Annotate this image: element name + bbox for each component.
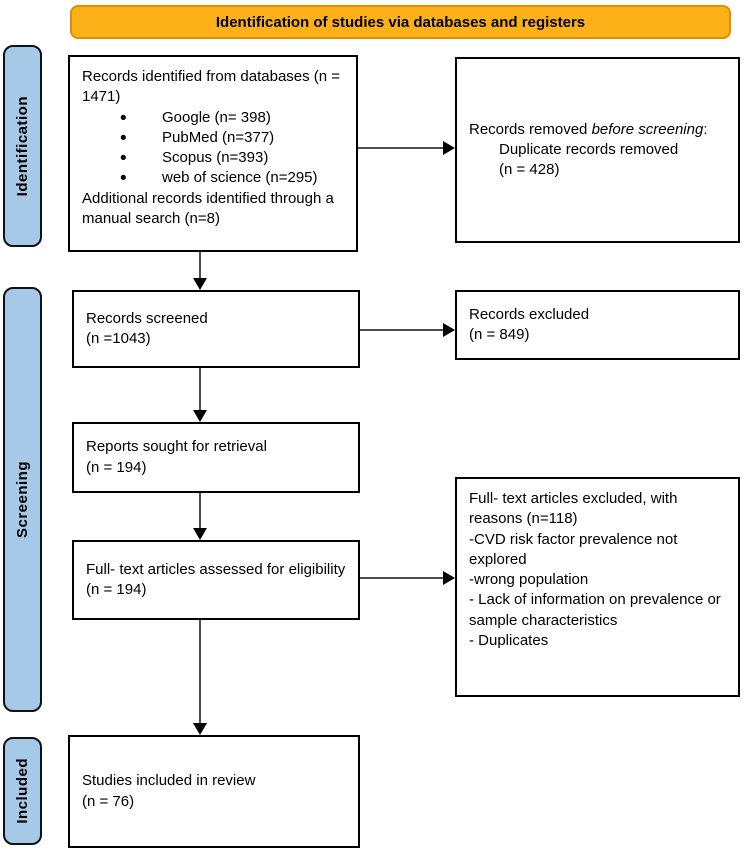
- stage-label-included: Included: [14, 758, 31, 824]
- stage-bar-screening: Screening: [3, 287, 42, 712]
- arrowhead-right-icon: [443, 141, 455, 155]
- records-identified-outro: Additional records identified through a …: [82, 189, 334, 227]
- arrowhead-down-icon: [193, 528, 207, 540]
- fulltext-excluded-text: Full- text articles excluded, with reaso…: [469, 490, 721, 649]
- records-removed-heading: Records removed before screening:: [469, 120, 708, 138]
- stage-label-screening: Screening: [14, 460, 31, 539]
- list-item: Scopus (n=393): [82, 146, 344, 172]
- records-removed-box: Records removed before screening: Duplic…: [455, 57, 740, 243]
- arrow-identified-to-removed: [358, 147, 446, 149]
- fulltext-assessed-text: Full- text articles assessed for eligibi…: [86, 560, 346, 598]
- reports-sought-text: Reports sought for retrieval (n = 194): [86, 438, 267, 476]
- studies-included-box: Studies included in review (n = 76): [68, 735, 360, 848]
- arrowhead-down-icon: [193, 410, 207, 422]
- stage-bar-included: Included: [3, 737, 42, 845]
- arrowhead-right-icon: [443, 571, 455, 585]
- stage-bar-identification: Identification: [3, 45, 42, 247]
- database-source-list: Google (n= 398) PubMed (n=377) Scopus (n…: [82, 105, 344, 192]
- list-item: web of science (n=295): [82, 166, 344, 192]
- arrow-identified-to-screened: [199, 252, 201, 280]
- fulltext-excluded-box: Full- text articles excluded, with reaso…: [455, 477, 740, 697]
- records-identified-intro: Records identified from databases (n = 1…: [82, 68, 341, 106]
- records-excluded-box: Records excluded (n = 849): [455, 290, 740, 360]
- duplicates-removed-detail: Duplicate records removed (n = 428): [499, 140, 679, 179]
- arrow-fulltext-to-excluded: [360, 577, 446, 579]
- arrowhead-down-icon: [193, 278, 207, 290]
- arrow-screened-to-excluded: [360, 329, 446, 331]
- list-item: PubMed (n=377): [82, 126, 344, 152]
- banner-title: Identification of studies via databases …: [70, 5, 731, 39]
- arrowhead-down-icon: [193, 723, 207, 735]
- records-excluded-text: Records excluded (n = 849): [469, 305, 590, 343]
- records-identified-box: Records identified from databases (n = 1…: [68, 55, 358, 252]
- arrow-sought-to-fulltext: [199, 493, 201, 530]
- list-item: Google (n= 398): [82, 105, 344, 131]
- arrow-screened-to-sought: [199, 368, 201, 412]
- stage-label-identification: Identification: [14, 95, 31, 197]
- reports-sought-box: Reports sought for retrieval (n = 194): [72, 422, 360, 493]
- records-screened-box: Records screened (n =1043): [72, 290, 360, 368]
- banner-title-label: Identification of studies via databases …: [215, 13, 586, 31]
- records-screened-text: Records screened (n =1043): [86, 309, 208, 347]
- fulltext-assessed-box: Full- text articles assessed for eligibi…: [72, 540, 360, 620]
- arrow-fulltext-to-included: [199, 620, 201, 725]
- studies-included-text: Studies included in review (n = 76): [82, 772, 256, 810]
- arrowhead-right-icon: [443, 323, 455, 337]
